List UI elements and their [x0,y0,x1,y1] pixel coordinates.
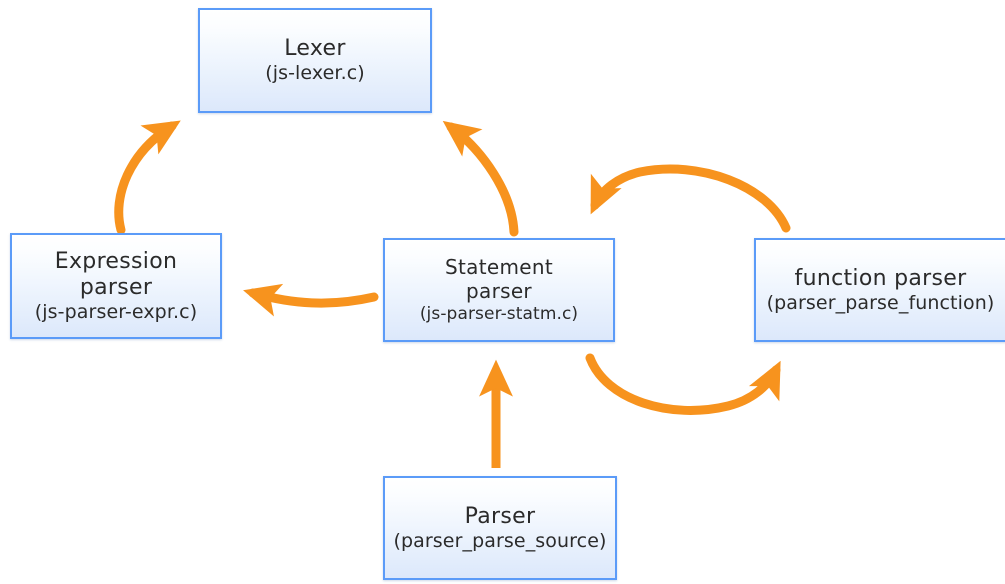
node-expression-parser-title: Expression [54,248,178,274]
node-parser-title: Parser [464,503,536,529]
node-function-parser-title: function parser [794,265,967,291]
node-statement-parser-title: Statement [445,255,553,280]
node-statement-parser-subtitle: (js-parser-statm.c) [419,303,579,324]
node-function-parser-subtitle: (parser_parse_function) [766,291,995,314]
node-expression-parser-subtitle: (js-parser-expr.c) [34,300,198,323]
node-lexer-subtitle: (js-lexer.c) [265,62,365,85]
edge-function-to-statement [590,164,791,233]
edge-statement-to-function [585,353,781,415]
node-lexer-title: Lexer [284,36,346,62]
edge-statement-to-expression [243,283,379,317]
node-parser-subtitle: (parser_parse_source) [393,529,607,552]
node-expression-parser-title-line2: parser [79,274,153,300]
node-statement-parser[interactable]: Statement parser (js-parser-statm.c) [383,238,615,342]
node-parser[interactable]: Parser (parser_parse_source) [383,476,617,580]
edge-statement-to-lexer [442,120,519,237]
node-function-parser[interactable]: function parser (parser_parse_function) [754,238,1005,342]
node-lexer[interactable]: Lexer (js-lexer.c) [198,8,432,113]
edge-expression-to-lexer [114,120,181,235]
node-statement-parser-title-line2: parser [466,278,532,303]
node-expression-parser[interactable]: Expression parser (js-parser-expr.c) [10,233,222,339]
